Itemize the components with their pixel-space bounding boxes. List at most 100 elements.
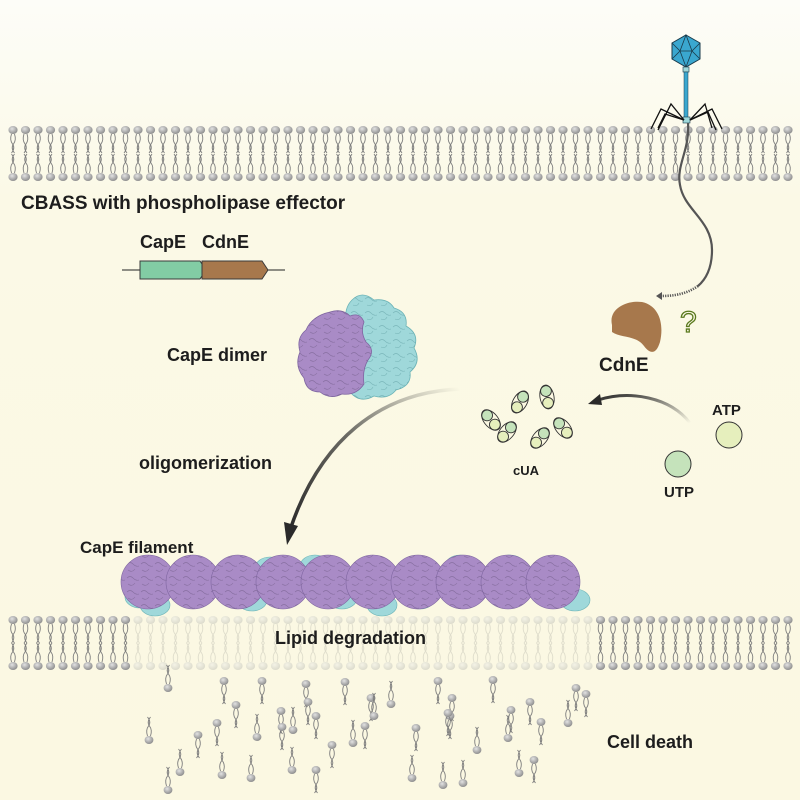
lipid [583, 126, 593, 181]
free-lipid [193, 731, 203, 759]
lipid [358, 616, 368, 670]
lipid [95, 616, 106, 670]
lipid [695, 616, 706, 670]
lipid [745, 126, 756, 181]
lipid [270, 616, 281, 670]
lipid [158, 616, 168, 670]
lipid [383, 126, 393, 181]
lipid [495, 126, 506, 181]
free-lipid [563, 699, 573, 727]
lipid [758, 126, 768, 181]
lipid [733, 616, 743, 670]
lipid [408, 126, 418, 181]
lipid [670, 616, 681, 670]
free-lipid [217, 751, 227, 779]
lipid [620, 126, 631, 181]
lipid [733, 126, 743, 181]
lipid [158, 126, 168, 181]
lipid [658, 616, 668, 670]
lipid [333, 616, 343, 670]
lipid [245, 616, 256, 670]
lipid [608, 616, 618, 670]
lipid [308, 616, 318, 670]
cape-filament-structure [120, 554, 591, 617]
lipid [95, 126, 106, 181]
lipid [445, 126, 456, 181]
free-lipid [407, 754, 417, 782]
free-lipid [311, 712, 321, 740]
cua-molecule [553, 417, 573, 439]
free-lipid [503, 714, 513, 742]
lipid [633, 126, 643, 181]
lipid [145, 616, 156, 670]
lipid [258, 126, 268, 181]
lipid [395, 126, 406, 181]
lipid [383, 616, 393, 670]
free-lipid [571, 684, 581, 712]
atp-label: ATP [712, 402, 741, 419]
lipid [745, 616, 756, 670]
lipid [345, 616, 356, 670]
lipid [658, 126, 668, 181]
lipid [420, 126, 431, 181]
lipid [83, 616, 93, 670]
free-lipid [348, 719, 358, 747]
free-lipid [163, 766, 173, 794]
lipid [758, 616, 768, 670]
lipid [695, 126, 706, 181]
free-lipid [303, 698, 313, 726]
free-lipid [246, 754, 256, 782]
phage [650, 33, 723, 131]
lipid [45, 126, 56, 181]
lipid [595, 126, 606, 181]
lipid [58, 126, 68, 181]
oligomerization-label: oligomerization [139, 453, 273, 473]
cua-label: cUA [513, 463, 540, 478]
lipid [208, 126, 218, 181]
lipid [770, 616, 781, 670]
lipid [220, 126, 231, 181]
lipid [45, 616, 56, 670]
lipid [495, 616, 506, 670]
lipid [395, 616, 406, 670]
lipid [108, 126, 118, 181]
lipid [33, 126, 43, 181]
lipid [570, 616, 581, 670]
lipid [170, 616, 181, 670]
atp-molecule [715, 421, 743, 449]
lipid [433, 126, 443, 181]
cdne-gene-arrow [201, 260, 269, 280]
lipid [545, 126, 556, 181]
cape-filament-label: CapE filament [80, 538, 194, 557]
lipid [783, 126, 793, 181]
lipid [220, 616, 231, 670]
lipid [233, 126, 243, 181]
cape-dimer-label: CapE dimer [167, 345, 268, 365]
cdne-label: CdnE [599, 355, 649, 376]
lipid [645, 616, 656, 670]
lipid [458, 126, 468, 181]
lipid [533, 126, 543, 181]
free-lipid [529, 756, 539, 784]
cua-molecule [530, 427, 550, 449]
cua-molecule [497, 421, 517, 443]
lipid [508, 616, 518, 670]
membrane-top [8, 126, 793, 181]
cua-molecules [481, 384, 573, 449]
lipid [70, 126, 81, 181]
lipid [570, 126, 581, 181]
lipid-degradation-label: Lipid degradation [275, 628, 426, 648]
lipid [508, 126, 518, 181]
membrane-bottom [8, 616, 793, 670]
lipid [120, 616, 131, 670]
lipid [183, 616, 193, 670]
lipid [183, 126, 193, 181]
lipid [720, 126, 731, 181]
free-lipid [327, 741, 337, 769]
lipid [208, 616, 218, 670]
lipid [520, 616, 531, 670]
oligomerization-arrow [288, 387, 461, 531]
lipid [470, 126, 481, 181]
free-lipid [311, 766, 321, 794]
